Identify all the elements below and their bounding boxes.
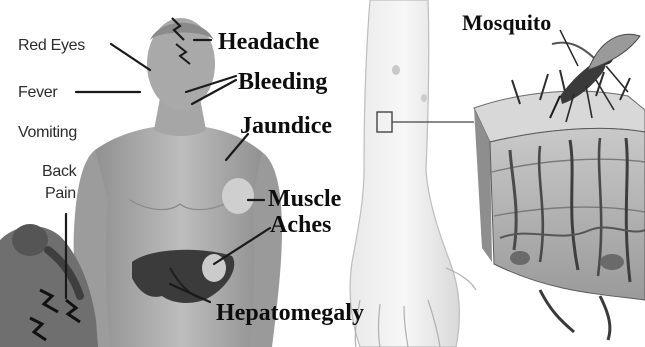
label-fever: Fever [18, 84, 58, 101]
label-pain: Pain [45, 185, 76, 202]
label-back: Back [42, 163, 78, 180]
label-bleeding: Bleeding [238, 69, 327, 95]
shoulder-joint [222, 178, 254, 214]
label-mosquito: Mosquito [462, 10, 551, 35]
arm-illustration [350, 0, 476, 347]
label-jaundice: Jaundice [240, 113, 332, 139]
label-vomiting: Vomiting [18, 124, 77, 141]
label-aches: Aches [270, 212, 331, 238]
label-red-eyes: Red Eyes [18, 37, 85, 54]
label-hepatomegaly: Hepatomegaly [216, 300, 364, 326]
human-figure [74, 18, 282, 347]
label-muscle: Muscle [268, 186, 342, 212]
skin-cross-section [474, 70, 645, 340]
label-headache: Headache [218, 29, 320, 55]
